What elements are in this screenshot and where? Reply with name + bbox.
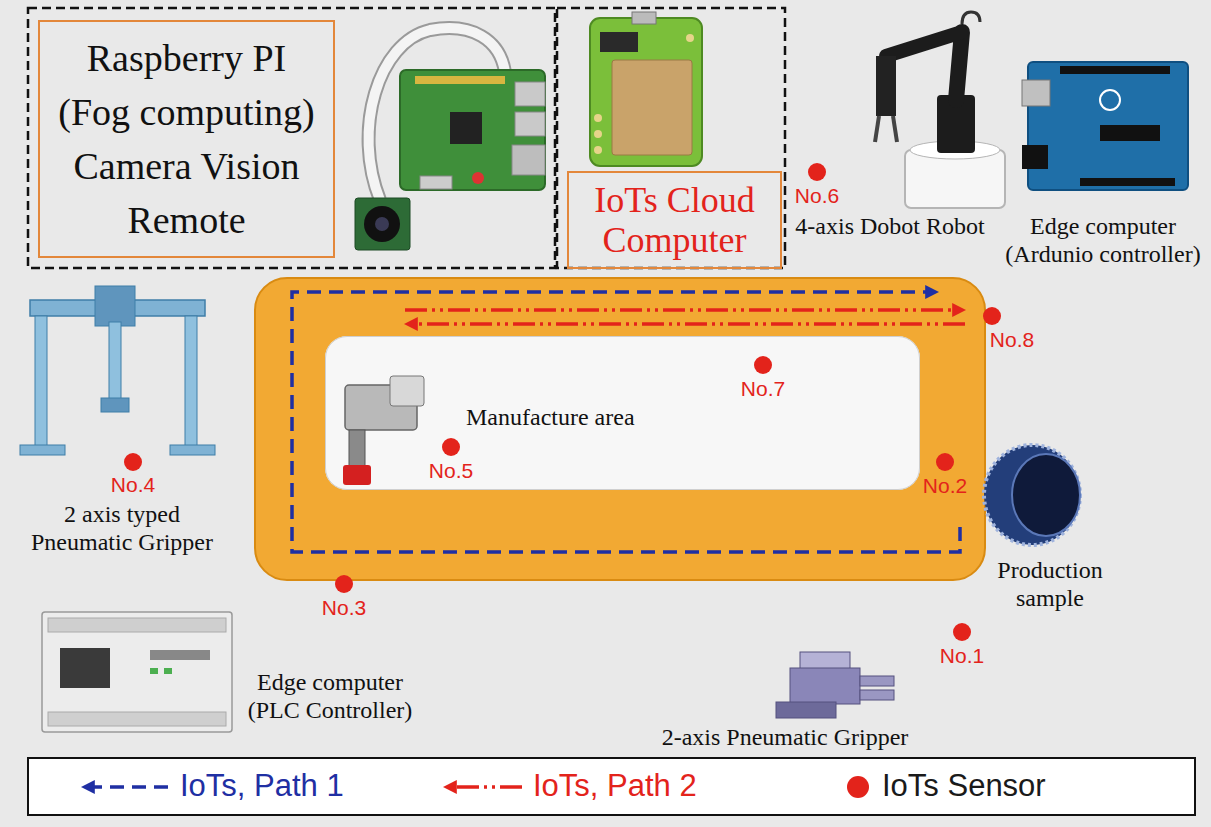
legend-box [28, 758, 1195, 815]
camera-board [355, 198, 410, 250]
fog-group-outline [28, 8, 555, 268]
camera-lens-glass [375, 217, 389, 231]
legend-text: IoTs Sensor [882, 768, 1046, 804]
robot-effector [876, 56, 896, 116]
status-led [164, 668, 172, 674]
board-pad [686, 34, 694, 42]
pin-header [1060, 66, 1170, 74]
legend-text: IoTs, Path 2 [533, 768, 697, 804]
wifi-module [612, 60, 692, 155]
processor-chip [450, 112, 482, 144]
part-label: 2-axis Pneumatic Gripper [635, 724, 935, 750]
stator-ring [984, 445, 1080, 545]
node-text: IoTs Cloud Computer [577, 180, 772, 260]
gripper-base [776, 702, 836, 718]
callout-number: No.3 [314, 596, 374, 620]
conveyor-band [255, 278, 985, 580]
sensor-dot [808, 163, 826, 181]
iot-path-2 [415, 322, 965, 326]
iot-path-2 [405, 308, 955, 312]
gripper-top [800, 652, 850, 670]
part-label: Edge computer (PLC Controller) [235, 668, 425, 724]
part-label: Edge computer (Ardunio controller) [996, 212, 1211, 268]
hdmi-port [420, 176, 452, 189]
callout-number: No.2 [915, 474, 975, 498]
fog-computer-box: Raspberry PI (Fog computing) Camera Visi… [38, 20, 335, 258]
gantry-leg [35, 316, 47, 448]
ethernet-port [512, 145, 545, 175]
sensor-dot [936, 453, 954, 471]
board-logo [1100, 90, 1120, 110]
raspberry-board [400, 70, 545, 190]
gantry-foot [170, 445, 215, 455]
robot-upper-arm [956, 32, 962, 100]
sensor-dot [983, 307, 1001, 325]
part-label: 2 axis typed Pneumatic Gripper [22, 500, 222, 556]
sensor-dot [442, 438, 460, 456]
robot-finger [893, 116, 897, 142]
terminal-strip [48, 618, 226, 632]
manufacture-area: Manufacture area [325, 336, 920, 490]
usb-port [515, 82, 545, 106]
legend-text: IoTs, Path 1 [180, 768, 344, 804]
legend-sample-dot [847, 776, 869, 798]
board-chip [600, 32, 638, 52]
camera-lens [364, 206, 400, 242]
sensor-dot [754, 356, 772, 374]
callout-number: No.1 [932, 644, 992, 668]
status-led [150, 668, 158, 674]
sensor-dot [335, 575, 353, 593]
usb-port [1022, 80, 1050, 106]
microcontroller-chip [1100, 125, 1160, 141]
gripper-jaw [860, 676, 894, 686]
node-text: Raspberry PI (Fog computing) Camera Visi… [51, 31, 323, 247]
stator-bore [1012, 454, 1080, 536]
gantry-gripper [101, 398, 129, 412]
iot-board [590, 18, 702, 166]
gpio-header [415, 76, 505, 84]
node-text: Manufacture area [466, 403, 635, 431]
callout-number: No.6 [787, 184, 847, 208]
usb-port [515, 112, 545, 136]
gripper-cup [343, 465, 371, 485]
gripper-block [790, 668, 860, 704]
sensor-dot [124, 453, 142, 471]
part-label: 4-axis Dobot Robot [770, 212, 1010, 240]
robot-forearm [886, 32, 962, 56]
robot-finger [875, 116, 879, 142]
gantry-axis [109, 322, 121, 400]
callout-number: No.4 [103, 473, 163, 497]
gantry-carriage [95, 286, 135, 326]
iot-path-1 [292, 292, 960, 552]
board-pad [594, 114, 602, 122]
gripper-cylinder [390, 376, 424, 406]
part-label: Production sample [985, 556, 1115, 612]
board-pad [594, 130, 602, 138]
cloud-computer-box: IoTs Cloud Computer [567, 171, 782, 269]
plc-logo [150, 650, 210, 660]
board-pad [594, 146, 602, 154]
plc-panel [60, 648, 110, 688]
arduino-board [1028, 62, 1188, 190]
gantry-foot [20, 445, 65, 455]
power-jack [1022, 145, 1048, 169]
sensor-dot [953, 623, 971, 641]
pin-header [1080, 178, 1175, 186]
callout-number: No.7 [733, 377, 793, 401]
cloud-group-outline [557, 8, 785, 268]
legend-sample-line [92, 785, 168, 789]
gripper-jaw [860, 690, 894, 700]
plc-housing [42, 612, 232, 732]
audio-jack [472, 172, 484, 184]
gripper-finger [349, 430, 365, 468]
gantry-leg [185, 316, 197, 448]
callout-number: No.5 [421, 459, 481, 483]
callout-number: No.8 [982, 328, 1042, 352]
manufacture-area-fill [325, 336, 920, 490]
legend-sample-line [454, 785, 522, 789]
terminal-strip [48, 712, 226, 726]
robot-hook [962, 12, 980, 24]
usb-port [632, 12, 656, 24]
